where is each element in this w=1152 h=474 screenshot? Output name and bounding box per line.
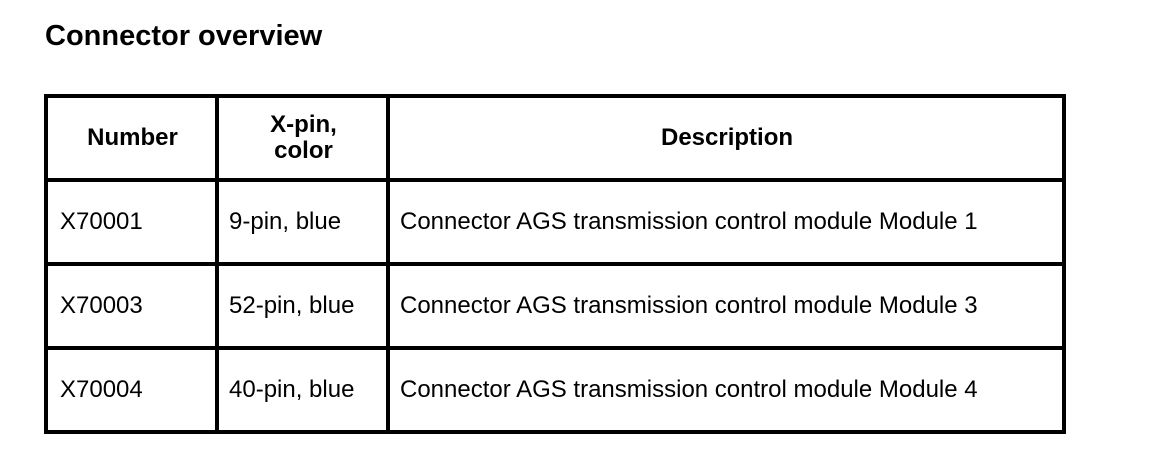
- cell-description: Connector AGS transmission control modul…: [386, 178, 1066, 266]
- cell-pin: 40-pin, blue: [215, 346, 390, 434]
- page-title: Connector overview: [45, 20, 323, 52]
- header-pin-line1: X-pin,: [270, 111, 337, 138]
- cell-pin: 52-pin, blue: [215, 262, 390, 350]
- cell-number: X70004: [44, 346, 219, 434]
- cell-number: X70001: [44, 178, 219, 266]
- header-number: Number: [44, 94, 219, 182]
- connector-table: Number X-pin, color Description X70001 9…: [44, 94, 1066, 434]
- table-row: X70004 40-pin, blue Connector AGS transm…: [44, 346, 1066, 434]
- table-header-row: Number X-pin, color Description: [44, 94, 1066, 182]
- cell-number: X70003: [44, 262, 219, 350]
- header-pin-line2: color: [274, 137, 333, 164]
- header-description: Description: [386, 94, 1066, 182]
- header-pin-color: X-pin, color: [215, 94, 390, 182]
- table-row: X70003 52-pin, blue Connector AGS transm…: [44, 262, 1066, 350]
- table-row: X70001 9-pin, blue Connector AGS transmi…: [44, 178, 1066, 266]
- cell-pin: 9-pin, blue: [215, 178, 390, 266]
- cell-description: Connector AGS transmission control modul…: [386, 346, 1066, 434]
- cell-description: Connector AGS transmission control modul…: [386, 262, 1066, 350]
